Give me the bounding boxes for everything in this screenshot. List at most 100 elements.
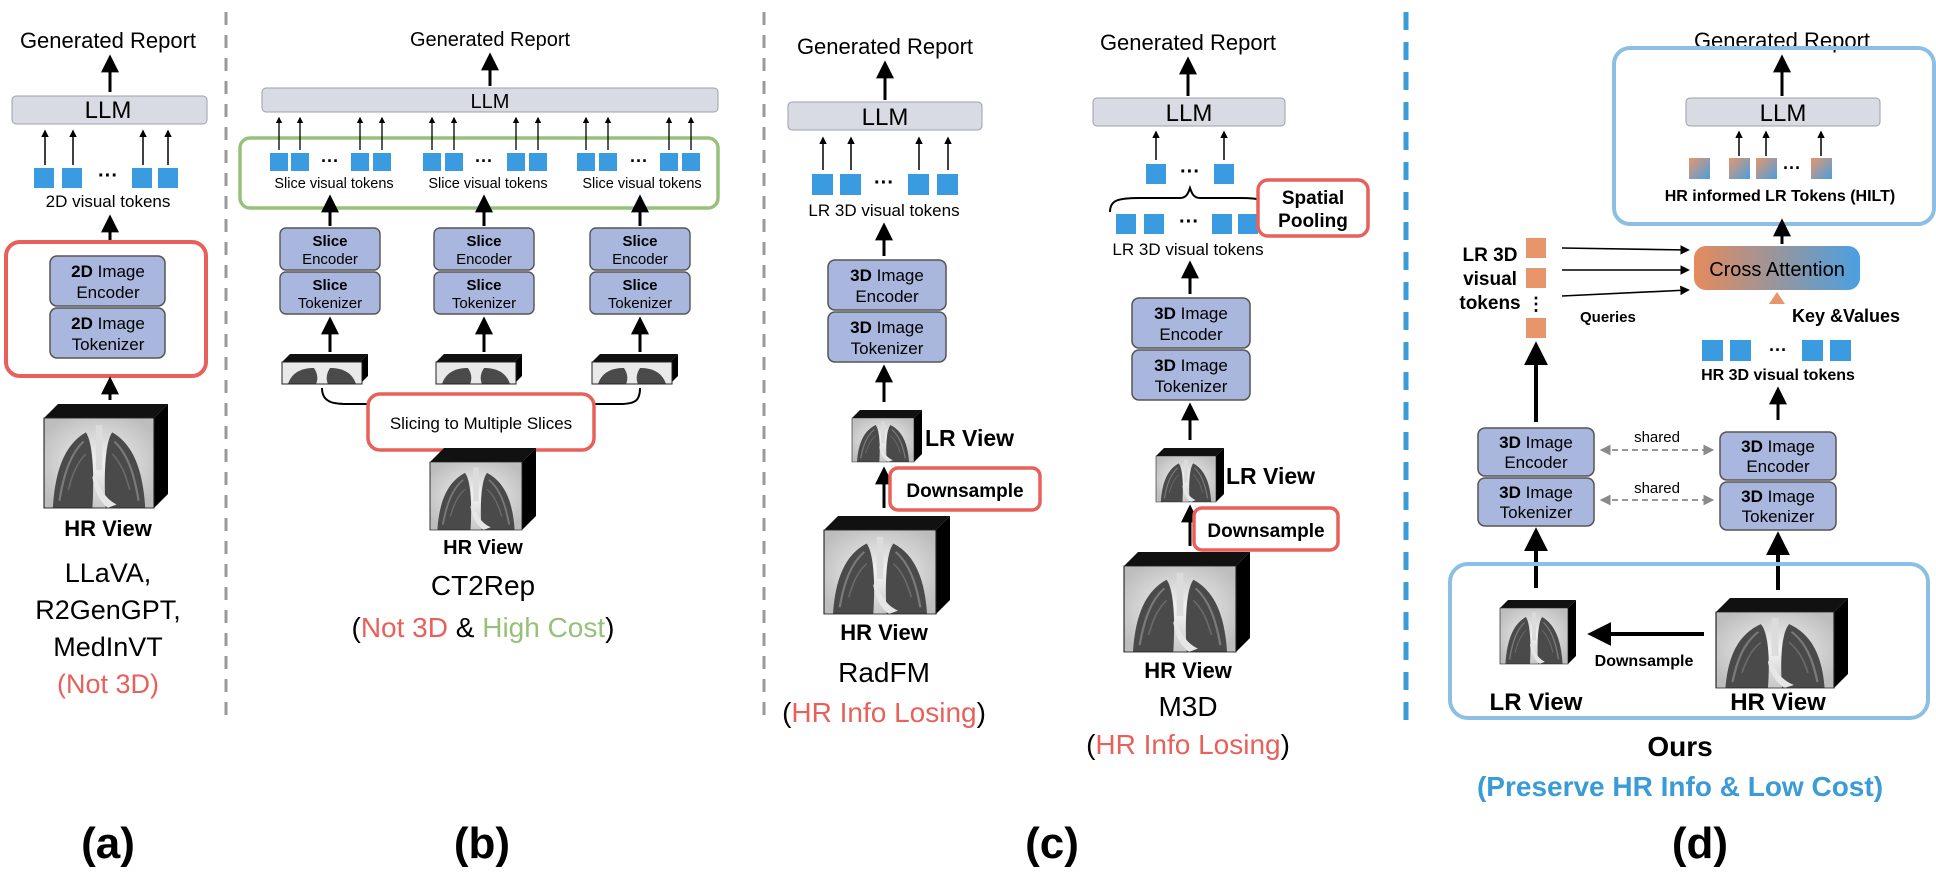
note-b: (Not 3D & High Cost) xyxy=(352,612,615,643)
svg-text:Tokenizer: Tokenizer xyxy=(851,339,924,358)
svg-text:Cross Attention: Cross Attention xyxy=(1709,259,1845,281)
svg-text:3D Image: 3D Image xyxy=(1741,437,1815,456)
svg-text:3D Image: 3D Image xyxy=(850,266,924,285)
svg-text:LLM: LLM xyxy=(471,91,510,113)
svg-text:3D Image: 3D Image xyxy=(1741,487,1815,506)
method-line-a-1: LLaVA, xyxy=(65,558,152,588)
svg-text:LLM: LLM xyxy=(862,104,909,131)
svg-text:Encoder: Encoder xyxy=(1504,453,1568,472)
ct-volume-hr-b xyxy=(429,448,536,531)
svg-text:LLM: LLM xyxy=(1760,100,1807,127)
svg-text:⋮: ⋮ xyxy=(1527,294,1545,314)
ct-volume-lr-d xyxy=(1499,600,1576,665)
panel-d: Generated Report LLM ··· HR informed LR … xyxy=(1448,28,1936,868)
svg-text:Slice: Slice xyxy=(622,233,657,250)
svg-text:shared: shared xyxy=(1634,480,1680,497)
svg-text:3D Image: 3D Image xyxy=(1154,304,1228,323)
svg-text:Encoder: Encoder xyxy=(76,283,140,302)
svg-text:LLM: LLM xyxy=(85,97,132,124)
svg-text:RadFM: RadFM xyxy=(838,657,930,688)
svg-text:Encoder: Encoder xyxy=(302,251,358,268)
svg-text:Slice visual tokens: Slice visual tokens xyxy=(428,176,547,192)
svg-text:Encoder: Encoder xyxy=(1746,457,1810,476)
svg-text:Downsample: Downsample xyxy=(906,481,1023,502)
generated-report-b: Generated Report xyxy=(410,29,571,51)
ct-slices xyxy=(281,354,678,385)
svg-text:···: ··· xyxy=(1180,161,1200,183)
panel-a: Generated Report LLM ··· 2D visual token… xyxy=(4,28,208,868)
letter-c: (c) xyxy=(1025,819,1079,868)
svg-text:LR View: LR View xyxy=(925,425,1014,451)
svg-text:···: ··· xyxy=(475,151,493,171)
svg-text:Tokenizer: Tokenizer xyxy=(1500,503,1573,522)
lr-token-column xyxy=(1526,238,1546,338)
ct-volume-lr-c2 xyxy=(1155,448,1224,503)
svg-text:Encoder: Encoder xyxy=(612,251,668,268)
svg-text:···: ··· xyxy=(630,151,648,171)
hilt-tokens xyxy=(1689,158,1832,179)
svg-text:Slice: Slice xyxy=(466,233,501,250)
svg-text:3D Image: 3D Image xyxy=(1499,483,1573,502)
cross-attention-box xyxy=(1694,246,1860,290)
ct-volume-hr-c2 xyxy=(1122,552,1250,654)
hr-view-label-b: HR View xyxy=(443,537,523,559)
svg-text:···: ··· xyxy=(98,165,118,187)
svg-text:Slicing to Multiple Slices: Slicing to Multiple Slices xyxy=(390,414,572,433)
views-group-box-d xyxy=(1448,562,1930,720)
letter-a: (a) xyxy=(81,819,135,868)
svg-text:Slice: Slice xyxy=(622,277,657,294)
generated-report-a: Generated Report xyxy=(20,28,196,53)
svg-text:2D Image: 2D Image xyxy=(71,262,145,281)
svg-text:M3D: M3D xyxy=(1158,691,1217,722)
svg-text:3D Image: 3D Image xyxy=(1499,433,1573,452)
hilt-label: HR informed LR Tokens (HILT) xyxy=(1665,188,1896,205)
svg-text:LR 3D visual tokens: LR 3D visual tokens xyxy=(1112,240,1263,259)
svg-text:Tokenizer: Tokenizer xyxy=(298,295,362,312)
method-line-a-2: R2GenGPT, xyxy=(35,595,181,625)
llm-box-c1 xyxy=(787,101,983,131)
svg-text:Encoder: Encoder xyxy=(855,287,919,306)
hr-token-row-d xyxy=(1702,340,1851,361)
ct-volume-hr-a xyxy=(42,404,168,510)
svg-text:Tokenizer: Tokenizer xyxy=(1155,377,1228,396)
spatial-pooling-box xyxy=(1256,178,1370,238)
svg-text:HR View: HR View xyxy=(1730,689,1826,716)
svg-text:Slice: Slice xyxy=(466,277,501,294)
svg-text:tokens: tokens xyxy=(1459,293,1520,314)
svg-text:(HR Info Losing): (HR Info Losing) xyxy=(782,697,986,728)
slice-token-row-b xyxy=(270,153,700,171)
panel-c-m3d: Generated Report LLM ··· ··· Spatial Poo… xyxy=(1025,30,1370,868)
hr-view-label-a: HR View xyxy=(64,516,153,541)
note-a: (Not 3D) xyxy=(57,669,159,699)
llm-box-b xyxy=(261,87,719,113)
svg-text:Slice: Slice xyxy=(312,233,347,250)
svg-text:visual: visual xyxy=(1463,269,1517,290)
svg-text:···: ··· xyxy=(1783,158,1801,178)
svg-text:Downsample: Downsample xyxy=(1207,521,1324,542)
svg-text:Tokenizer: Tokenizer xyxy=(1742,507,1815,526)
ct-volume-hr-d xyxy=(1714,598,1848,690)
svg-text:Slice visual tokens: Slice visual tokens xyxy=(582,176,701,192)
generated-report-c1: Generated Report xyxy=(797,34,973,59)
ct-volume-lr-c1 xyxy=(851,410,922,463)
svg-text:···: ··· xyxy=(1769,340,1787,360)
llm-box-a xyxy=(11,95,208,125)
svg-text:LLM: LLM xyxy=(1166,100,1213,127)
panel-c-radfm: Generated Report LLM ··· LR 3D visual to… xyxy=(782,34,1042,728)
encoder-box-a xyxy=(49,255,166,307)
svg-text:LR 3D visual tokens: LR 3D visual tokens xyxy=(808,201,959,220)
letter-b: (b) xyxy=(454,819,510,868)
svg-text:Key &Values: Key &Values xyxy=(1792,306,1900,326)
note-d: (Preserve HR Info & Low Cost) xyxy=(1477,771,1883,802)
method-d: Ours xyxy=(1647,731,1712,762)
method-line-a-3: MedInVT xyxy=(53,632,163,662)
svg-text:Slice visual tokens: Slice visual tokens xyxy=(274,176,393,192)
svg-text:Queries: Queries xyxy=(1580,309,1636,326)
svg-text:LR 3D: LR 3D xyxy=(1463,245,1518,266)
method-b: CT2Rep xyxy=(431,570,535,601)
tokens-label-a: 2D visual tokens xyxy=(46,192,171,211)
svg-text:Pooling: Pooling xyxy=(1278,211,1348,232)
svg-text:shared: shared xyxy=(1634,429,1680,446)
svg-text:···: ··· xyxy=(874,172,894,194)
